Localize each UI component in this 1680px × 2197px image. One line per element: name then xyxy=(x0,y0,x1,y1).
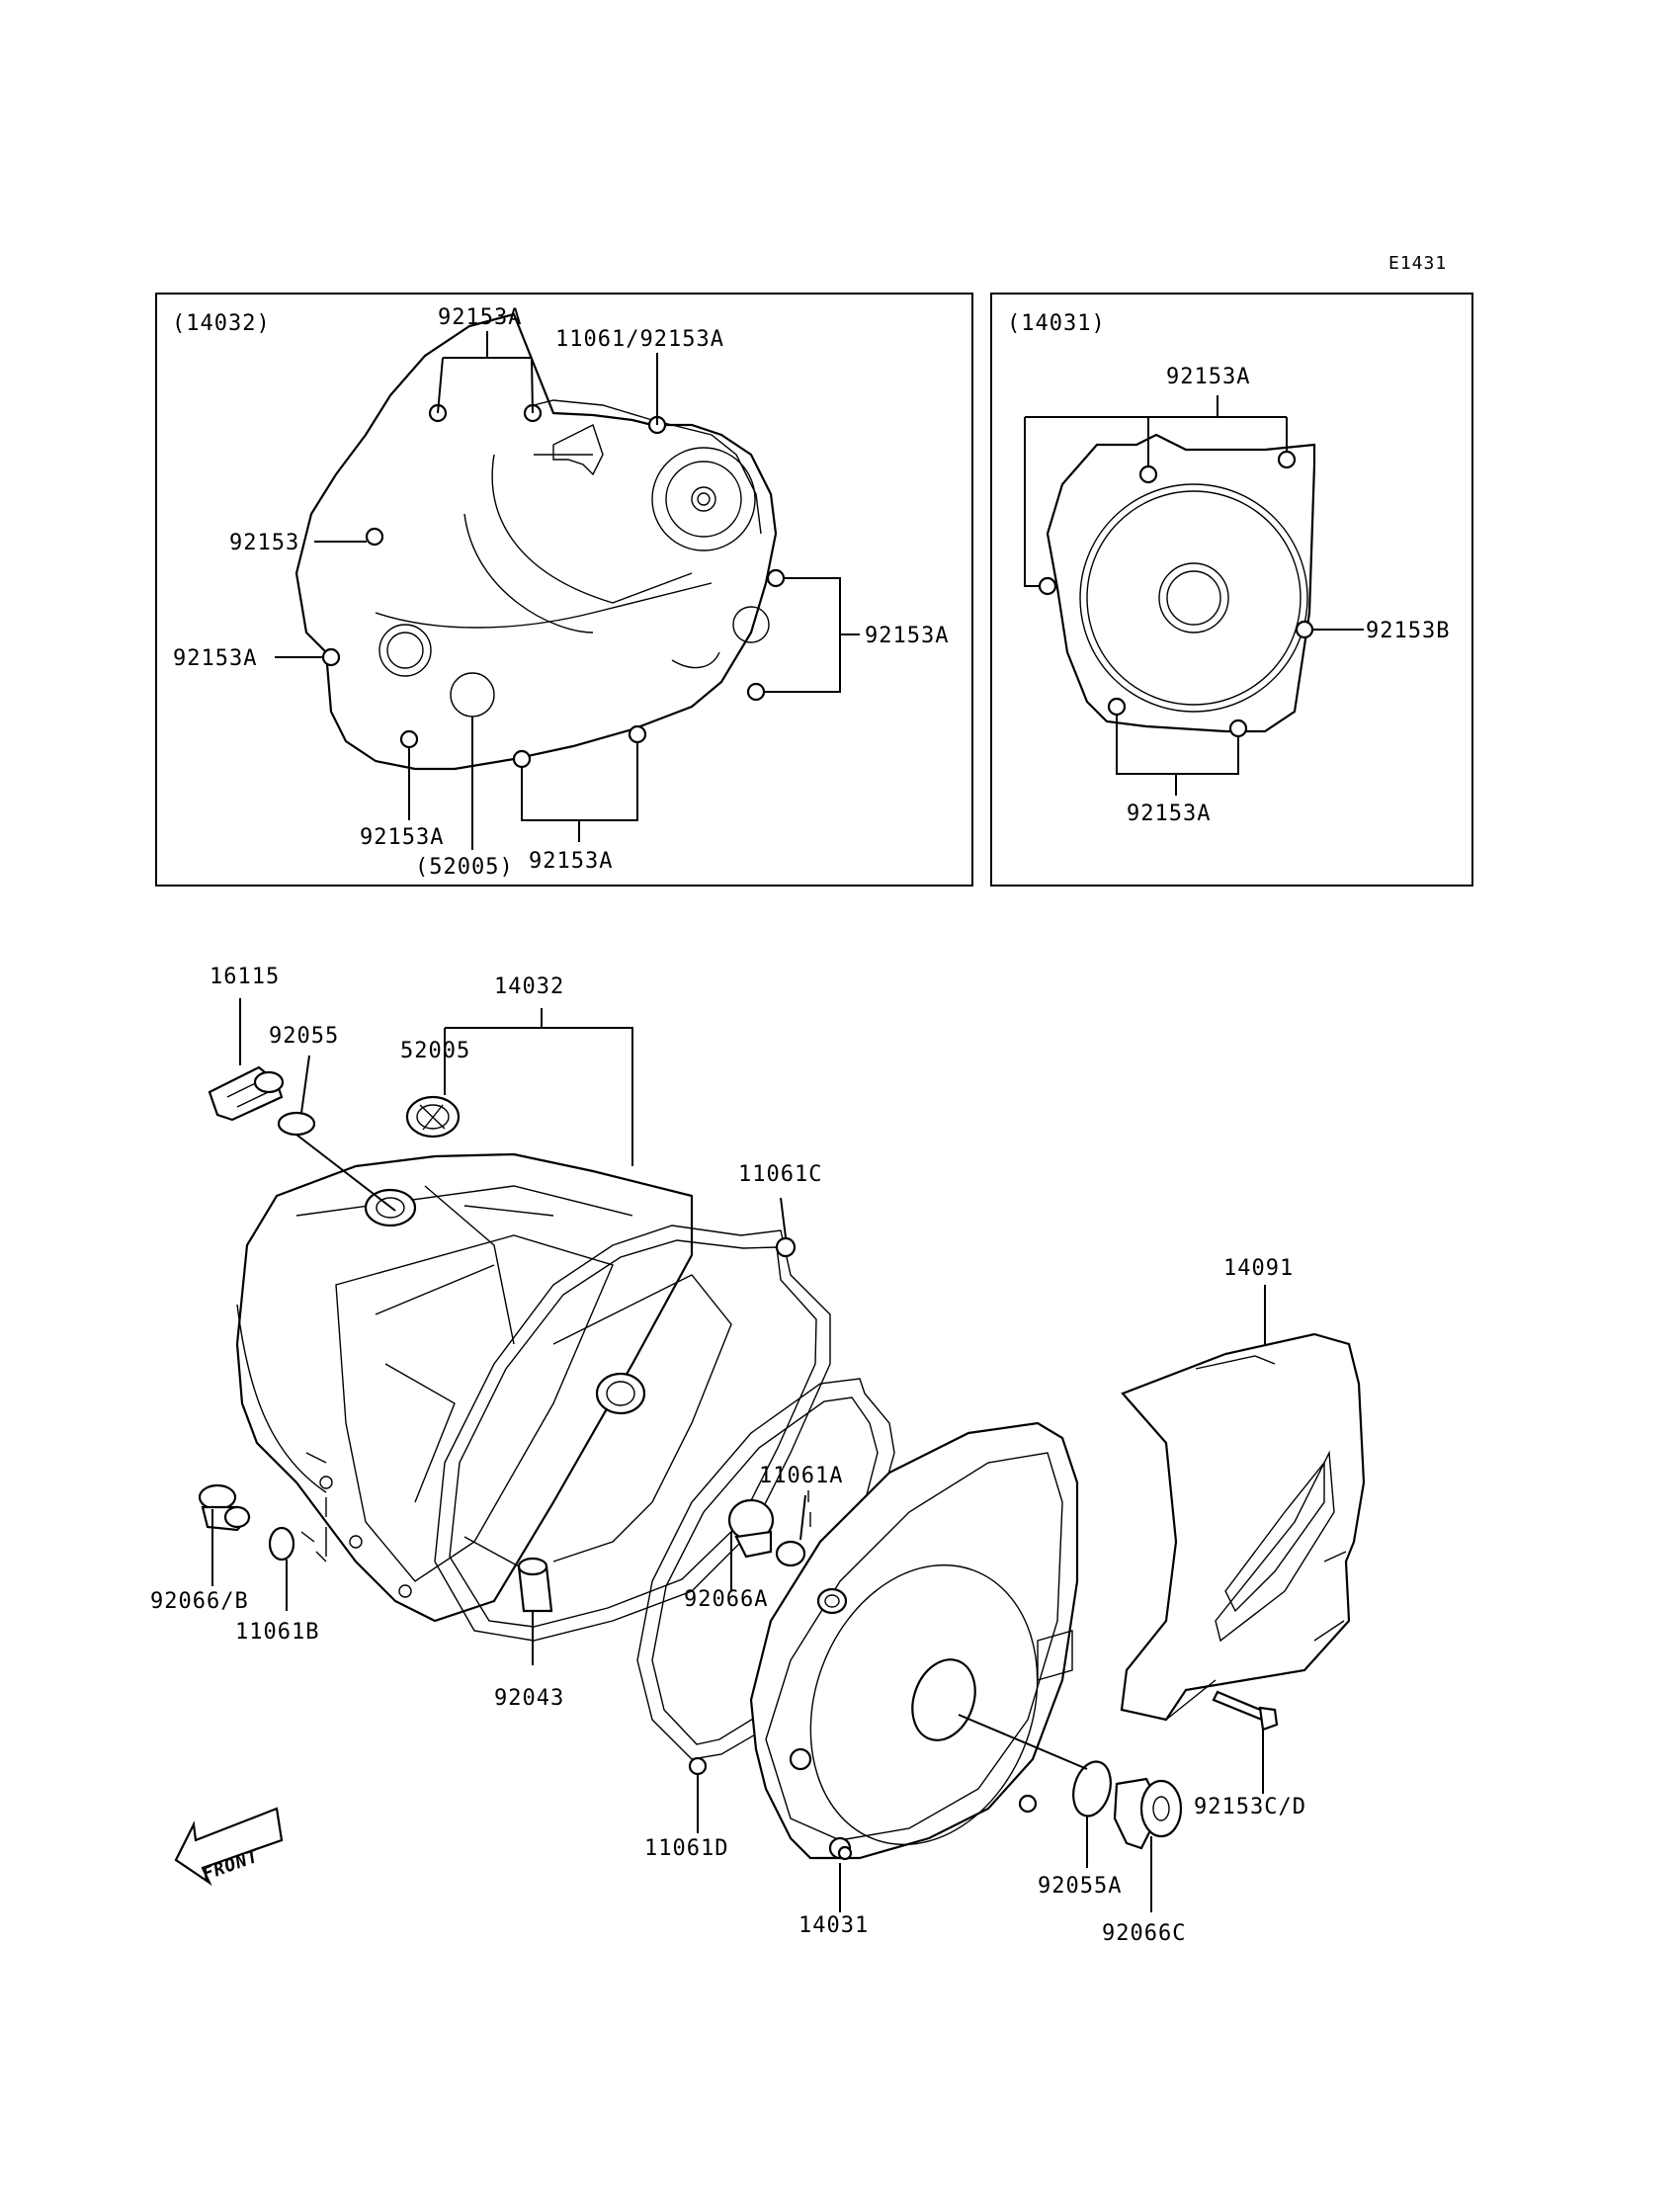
label-bottom-pair: 92153A xyxy=(529,849,613,874)
label-16115: 16115 xyxy=(210,965,280,989)
label-14032: 14032 xyxy=(494,974,564,999)
figure-code: E1431 xyxy=(1388,253,1447,274)
label-92055A: 92055A xyxy=(1038,1874,1122,1899)
label-top-group: 92153A xyxy=(1166,365,1250,389)
oil-filler-cap xyxy=(208,1065,285,1122)
drain-plug-92066B xyxy=(198,1483,251,1532)
label-92066A: 92066A xyxy=(684,1587,768,1612)
label-bottom-seal: (52005) xyxy=(415,855,514,880)
bolt-92153CD xyxy=(1212,1690,1279,1732)
label-bottom-pair-right: 92153A xyxy=(1127,802,1211,826)
label-14031: 14031 xyxy=(798,1913,869,1938)
generator-cover-outline xyxy=(1046,433,1316,733)
dowel-pin-92043 xyxy=(463,1536,553,1613)
label-14091: 14091 xyxy=(1223,1256,1294,1281)
label-11061B: 11061B xyxy=(235,1620,319,1645)
label-11061C: 11061C xyxy=(738,1162,822,1187)
label-right-92153b: 92153B xyxy=(1366,619,1450,643)
generator-cover-14031 xyxy=(749,1421,1079,1861)
gasket-11061C xyxy=(434,1225,831,1642)
label-92066B: 92066/B xyxy=(150,1589,249,1614)
oil-seal-52005 xyxy=(405,1095,461,1139)
label-52005: 52005 xyxy=(400,1039,470,1063)
o-ring-11061B xyxy=(268,1526,295,1562)
plug-92066C xyxy=(1113,1777,1183,1850)
label-92043: 92043 xyxy=(494,1686,564,1711)
inset-title-14031: (14031) xyxy=(1007,311,1106,336)
o-ring-92055A xyxy=(1072,1760,1112,1817)
label-right-group: 92153A xyxy=(865,624,949,648)
front-arrow: FRONT xyxy=(174,1807,284,1887)
label-92153CD: 92153C/D xyxy=(1194,1795,1306,1819)
label-top-right: 11061/92153A xyxy=(555,327,724,352)
label-11061A: 11061A xyxy=(759,1464,843,1488)
o-ring-92055 xyxy=(277,1111,316,1137)
o-ring-11061A xyxy=(775,1540,806,1567)
label-11061D: 11061D xyxy=(644,1836,728,1861)
cover-14091 xyxy=(1120,1332,1366,1722)
label-left-mid: 92153A xyxy=(173,646,257,671)
label-left-upper: 92153 xyxy=(229,531,299,555)
label-bottom-left: 92153A xyxy=(360,825,444,850)
inset-title-14032: (14032) xyxy=(172,311,271,336)
plug-92066A xyxy=(727,1498,775,1559)
label-92066C: 92066C xyxy=(1102,1921,1186,1946)
exploded-view: 16115 92055 14032 52005 11061C 14091 920… xyxy=(150,965,1366,1946)
inset-panel-clutch-cover: (14032) xyxy=(155,293,973,887)
inset-panel-generator-cover: (14031) 92153A 92153B 92153A xyxy=(990,293,1473,887)
label-92055: 92055 xyxy=(269,1024,339,1049)
label-top-pair: 92153A xyxy=(438,305,522,330)
